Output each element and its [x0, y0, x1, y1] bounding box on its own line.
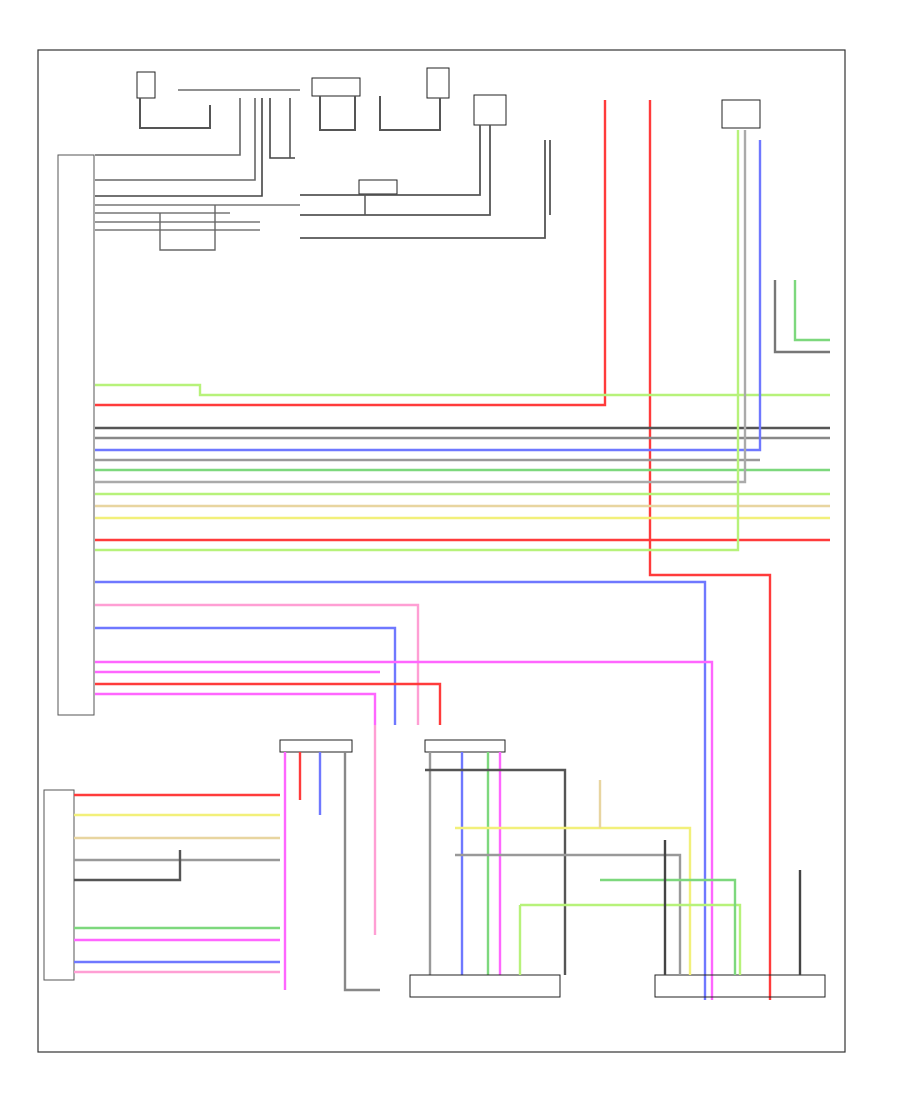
- bottom-section: [43, 725, 826, 998]
- module-e-box: [473, 94, 507, 126]
- wire-green-1: [95, 383, 830, 397]
- r-wire-lime: [518, 903, 742, 975]
- wire-blue-2: [95, 580, 707, 1000]
- r-wire-green2: [600, 878, 737, 975]
- ja-gray: [343, 752, 380, 992]
- top-wire-14: [300, 125, 481, 196]
- wire-magenta-1: [95, 660, 714, 1000]
- wire-gray-4: [773, 280, 830, 354]
- wire-red-1: [95, 100, 607, 407]
- wire-blue-1: [95, 140, 762, 452]
- junction-b: [424, 739, 506, 753]
- left-connector: [57, 154, 95, 716]
- wire-magenta-3: [95, 692, 377, 725]
- wire-red-2: [648, 100, 772, 1000]
- right-module: [654, 974, 826, 998]
- bl-wire-dark: [74, 850, 182, 882]
- top-wire-8: [379, 96, 441, 131]
- module-k-box: [358, 179, 398, 195]
- top-wire-4: [95, 98, 263, 197]
- wire-pink-1: [95, 603, 420, 725]
- junction-a: [279, 739, 353, 753]
- top-wire-15: [300, 125, 491, 216]
- jb-dark: [425, 768, 567, 975]
- wire-lime-2: [95, 130, 740, 552]
- bottom-left-connector: [43, 789, 75, 981]
- diagram-frame: [37, 49, 846, 1053]
- module-j-box: [721, 99, 761, 129]
- top-wire-7: [319, 96, 356, 131]
- r-wire-yellow: [455, 826, 692, 975]
- wire-gray-3: [95, 130, 747, 484]
- top-modules: [95, 67, 761, 251]
- wire-red-4: [95, 682, 442, 725]
- wire-green-3: [793, 280, 830, 342]
- r-wire-gray: [455, 853, 682, 975]
- top-wire-2: [95, 98, 241, 156]
- wire-lower: [95, 580, 714, 1000]
- module-d-box: [426, 67, 450, 99]
- top-wire-5: [269, 98, 295, 159]
- top-wire-3: [95, 98, 256, 181]
- top-wire-1: [139, 98, 211, 129]
- center-module: [409, 974, 561, 998]
- top-wire-16: [300, 140, 546, 239]
- wire-blue-3: [95, 626, 397, 725]
- top-wire-13: [159, 205, 216, 251]
- left-connector-box: [57, 154, 95, 716]
- wire-bus: [95, 100, 830, 1000]
- module-c-box: [311, 77, 361, 97]
- module-a-box: [136, 71, 156, 99]
